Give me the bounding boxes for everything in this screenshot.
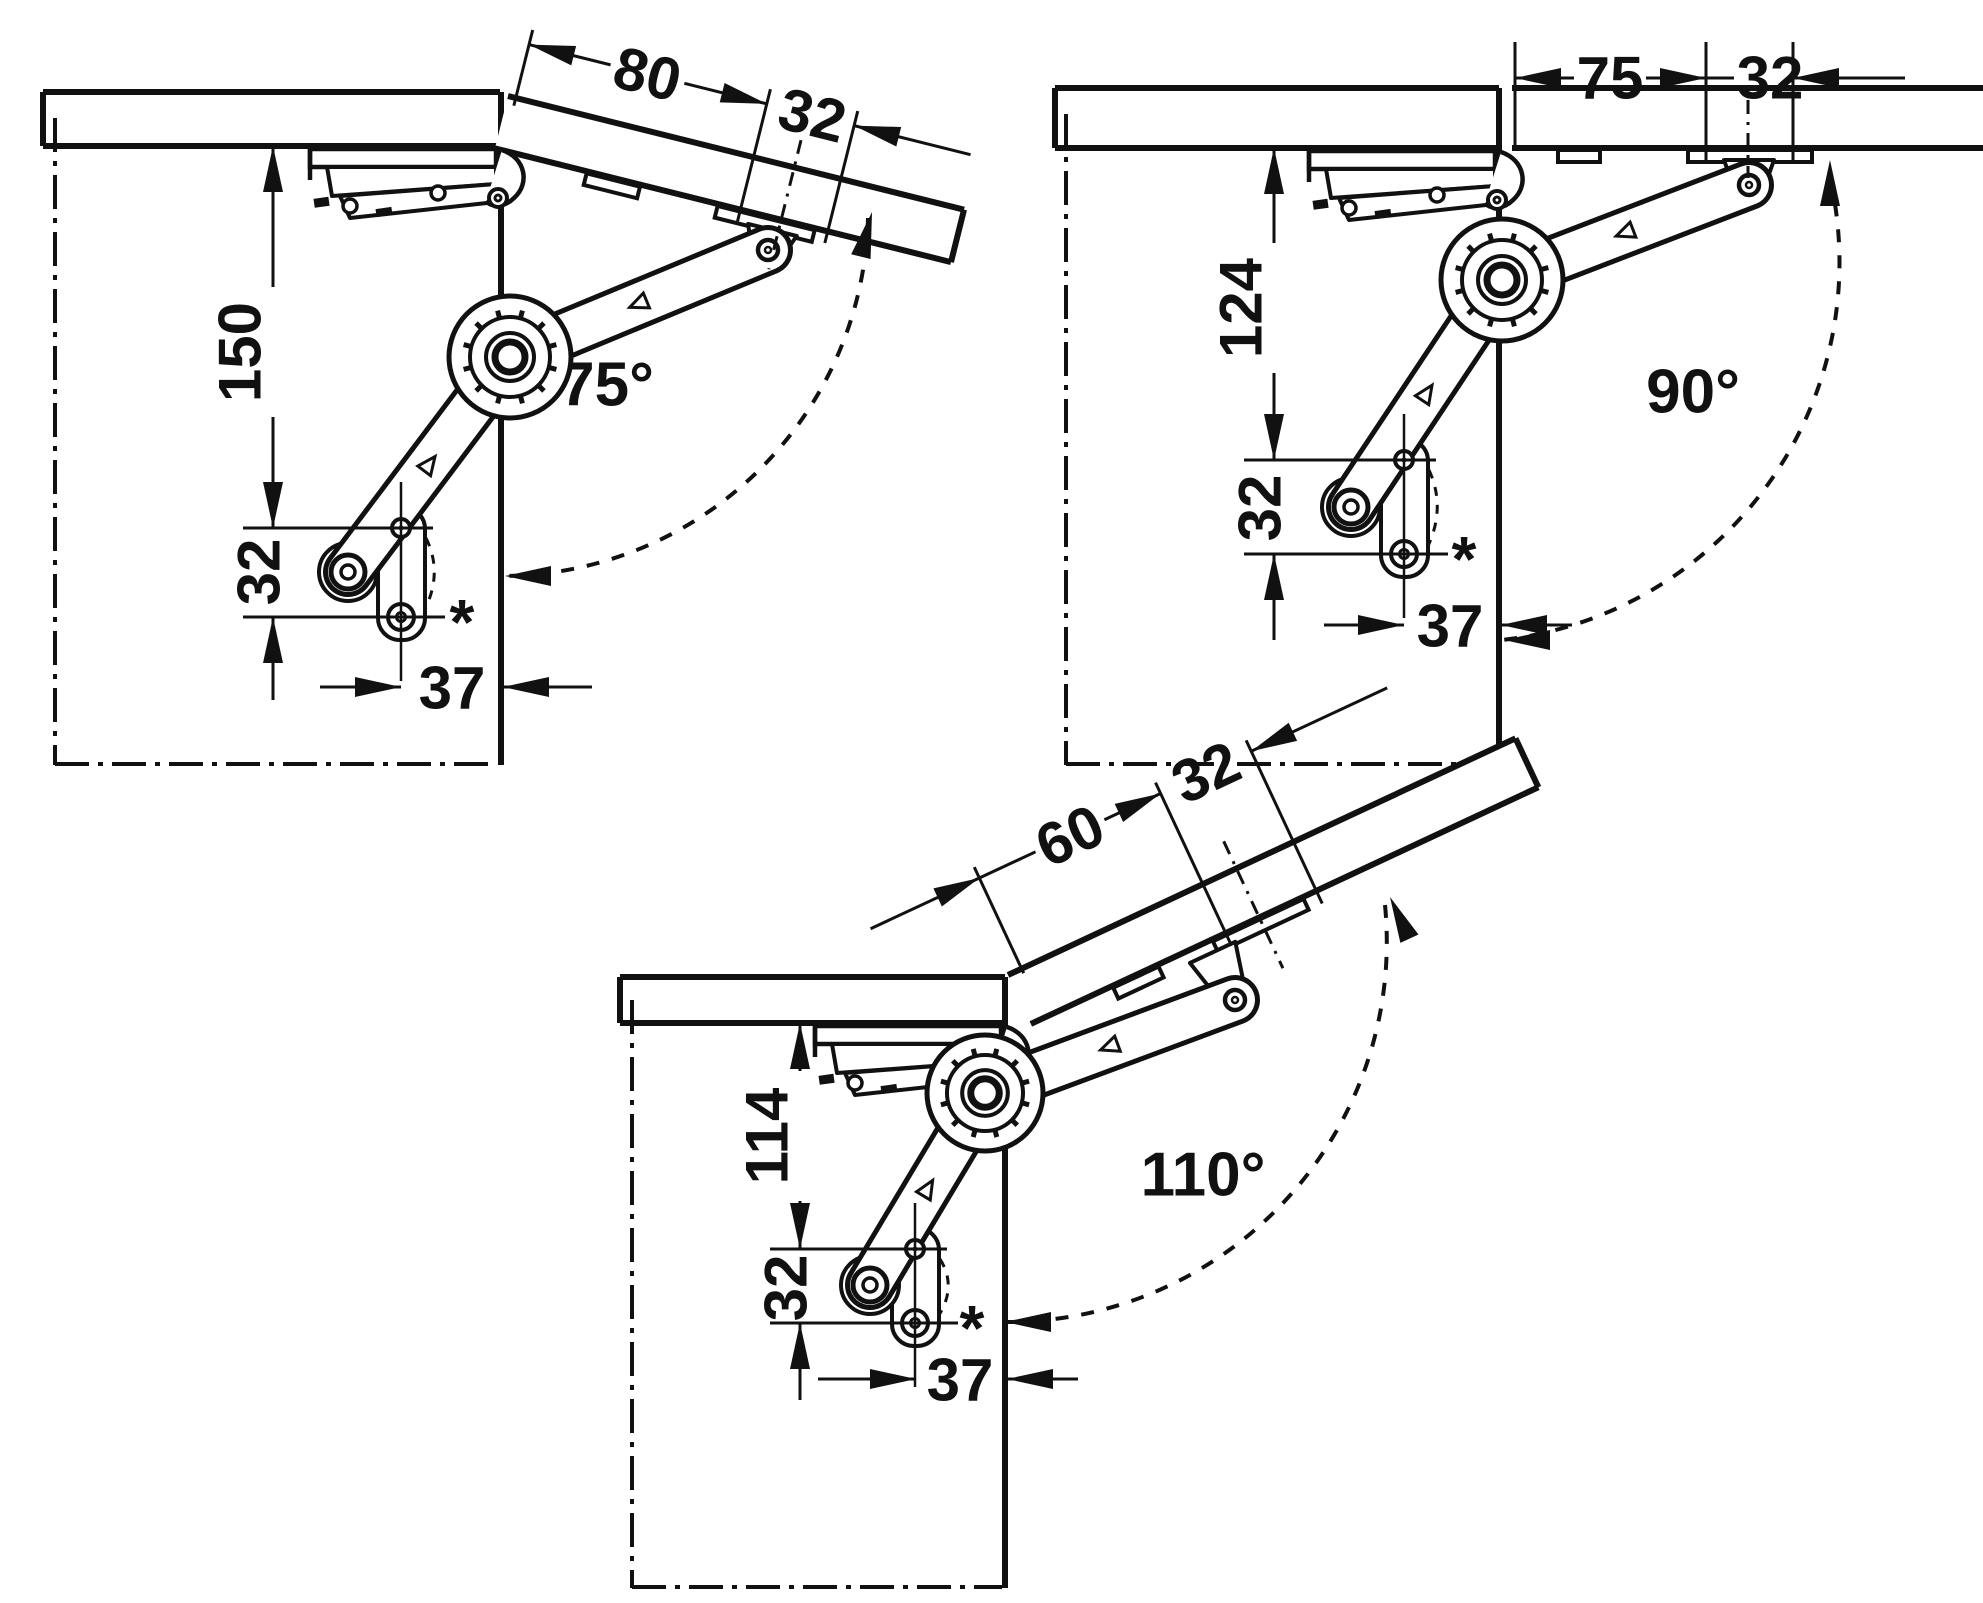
vertical-dim-label: 114 (734, 1087, 801, 1184)
diagram-90-degree: 90° 124 32 *37 75 32 (1052, 42, 1983, 766)
offset-dim-label: 37 (419, 655, 486, 722)
pitch-dim-label: 32 (753, 1255, 820, 1322)
offset-dim-label: 37 (1417, 593, 1484, 660)
opening-angle-label: 75° (560, 351, 654, 420)
pitch-dim-label: 32 (226, 539, 293, 606)
diagram-75-degree: 75° 150 32 *37 80 32 (40, 29, 971, 766)
flap-dim-b-label: 32 (1162, 728, 1251, 817)
flap-panel (1006, 735, 1542, 1027)
flap-dim-a-label: 80 (607, 34, 688, 115)
opening-angle-label: 110° (1141, 1141, 1266, 1210)
offset-dim-label: 37 (927, 1347, 994, 1414)
asterisk-marker: * (1452, 523, 1477, 595)
flap-dim-b-label: 32 (772, 75, 853, 156)
asterisk-marker: * (960, 1292, 985, 1364)
vertical-dim-label: 150 (207, 302, 274, 402)
diagram-110-degree: 110° 114 32 *37 60 32 (617, 686, 1542, 1589)
vertical-dim-label: 124 (1208, 257, 1275, 358)
asterisk-marker: * (450, 586, 475, 658)
flap-dim-b-label: 32 (1737, 45, 1804, 112)
pitch-dim-label: 32 (1227, 475, 1294, 542)
flap-dim-a-label: 60 (1026, 791, 1115, 880)
opening-angle-label: 90° (1646, 358, 1740, 427)
flap-dim-a-label: 75 (1577, 45, 1644, 112)
